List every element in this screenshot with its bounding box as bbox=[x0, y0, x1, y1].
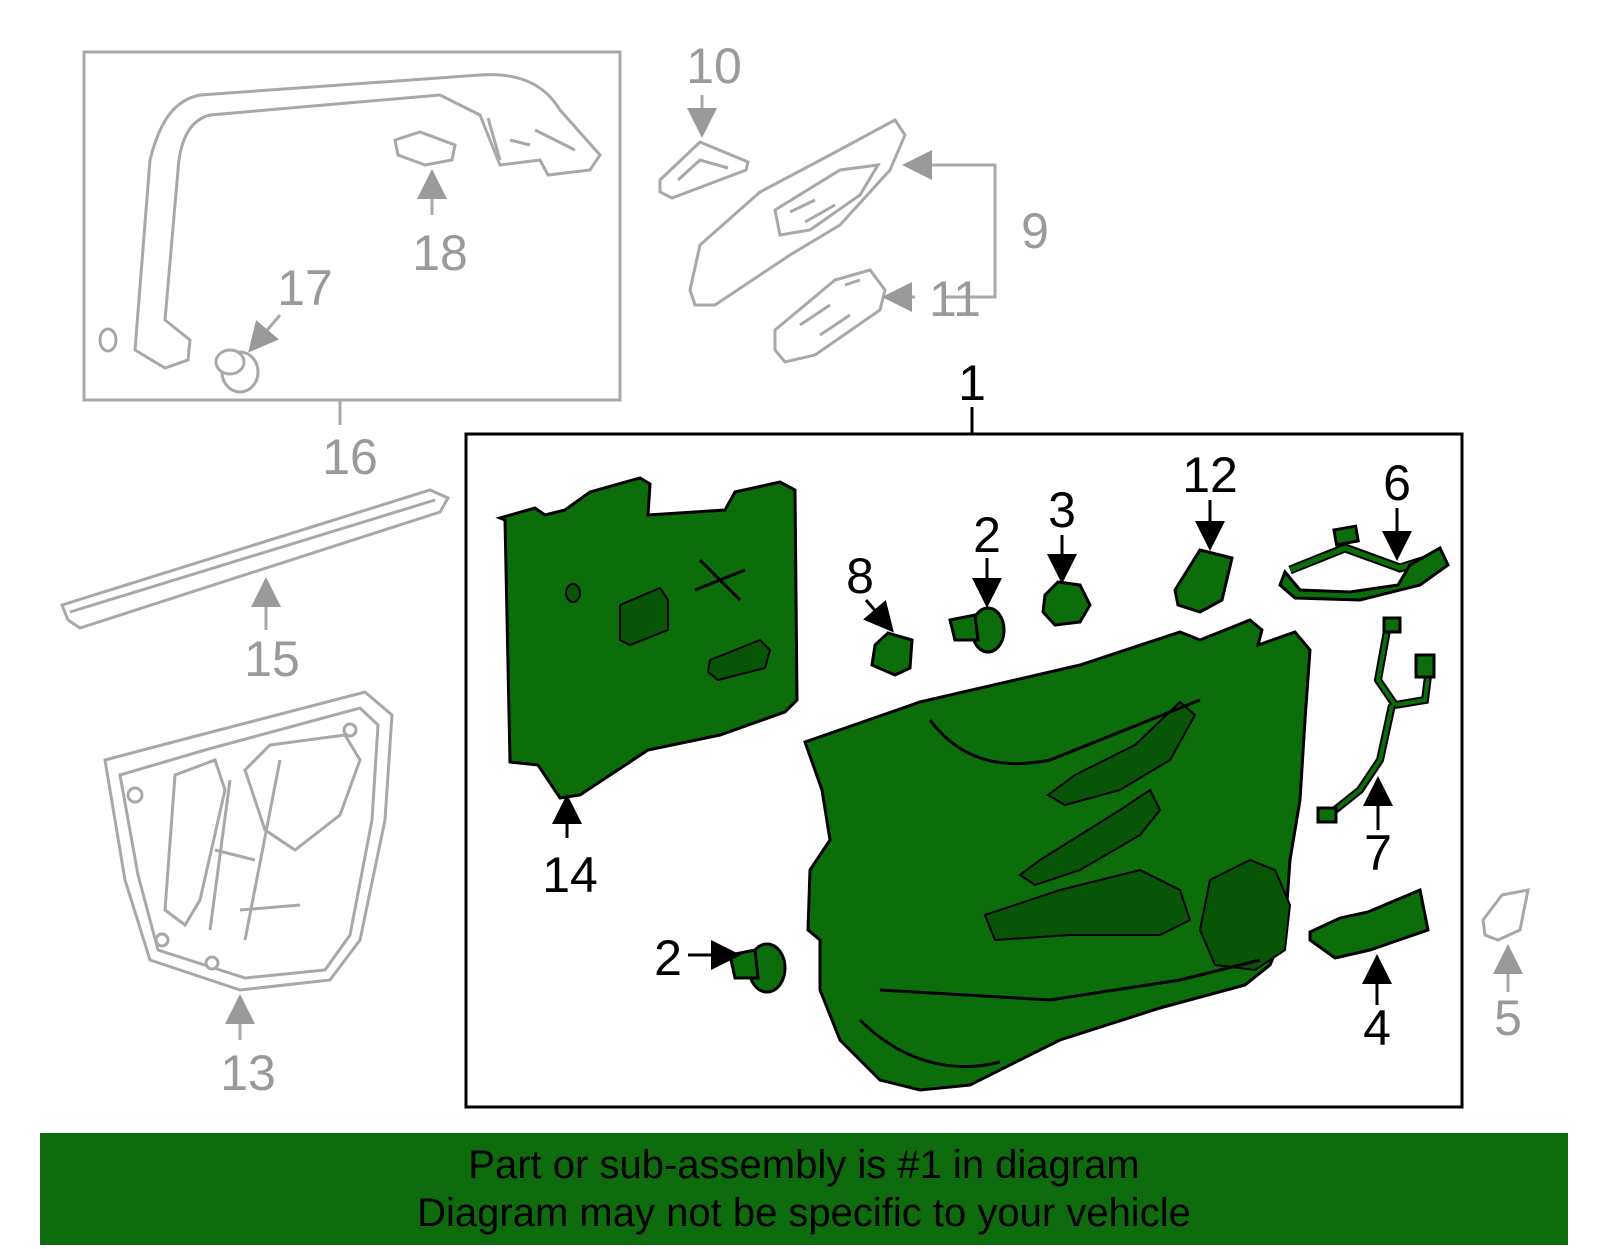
banner-line-2: Diagram may not be specific to your vehi… bbox=[417, 1191, 1191, 1235]
clip-part-18 bbox=[393, 130, 457, 167]
callout-12: 12 bbox=[1182, 447, 1238, 503]
callout-8: 8 bbox=[846, 548, 874, 604]
callout-10: 10 bbox=[686, 38, 742, 94]
callout-7: 7 bbox=[1364, 825, 1392, 881]
item-17-leader bbox=[248, 314, 282, 353]
callout-15: 15 bbox=[244, 631, 300, 687]
callout-13: 13 bbox=[220, 1045, 276, 1101]
window-regulator-part-13 bbox=[103, 690, 394, 992]
item-16-frame bbox=[82, 50, 622, 402]
item-1-frame bbox=[464, 432, 1464, 1109]
item-8-leader bbox=[862, 599, 894, 633]
door-molding-part bbox=[98, 73, 602, 370]
pushpin-part-2-upper bbox=[948, 606, 1006, 654]
callout-5: 5 bbox=[1494, 990, 1522, 1046]
banner-line-1: Part or sub-assembly is #1 in diagram bbox=[468, 1143, 1140, 1187]
callout-2-upper: 2 bbox=[973, 507, 1001, 563]
callout-2-lower: 2 bbox=[654, 930, 682, 986]
callout-18: 18 bbox=[412, 225, 468, 281]
callout-14: 14 bbox=[542, 847, 598, 903]
callout-1: 1 bbox=[958, 355, 986, 411]
bezel-part-10 bbox=[658, 140, 750, 200]
water-deflector-part-14 bbox=[495, 476, 799, 800]
trim-part-4 bbox=[1308, 887, 1430, 960]
harness-part-7 bbox=[1316, 616, 1436, 824]
info-banner: Part or sub-assembly is #1 in diagram Di… bbox=[40, 1133, 1568, 1245]
cap-part-3 bbox=[1041, 580, 1092, 627]
pushpin-part-17 bbox=[214, 348, 260, 394]
switch-bezel-part-9 bbox=[688, 118, 907, 307]
callout-11: 11 bbox=[929, 271, 981, 327]
window-switch-part-11 bbox=[773, 268, 887, 364]
callout-4: 4 bbox=[1363, 1000, 1391, 1056]
door-trim-panel-part-1 bbox=[803, 618, 1312, 1092]
harness-part-6 bbox=[1278, 524, 1450, 602]
callout-3: 3 bbox=[1048, 482, 1076, 538]
callout-17: 17 bbox=[277, 260, 333, 316]
bracket-part-12 bbox=[1173, 548, 1234, 614]
pushpin-part-2-lower bbox=[728, 942, 787, 994]
callout-16: 16 bbox=[322, 429, 378, 485]
callout-9: 9 bbox=[1021, 203, 1049, 259]
weatherstrip-part-15 bbox=[60, 488, 451, 630]
nut-part-8 bbox=[870, 631, 914, 677]
trim-clip-part-5 bbox=[1481, 888, 1530, 942]
callout-6: 6 bbox=[1383, 455, 1411, 511]
